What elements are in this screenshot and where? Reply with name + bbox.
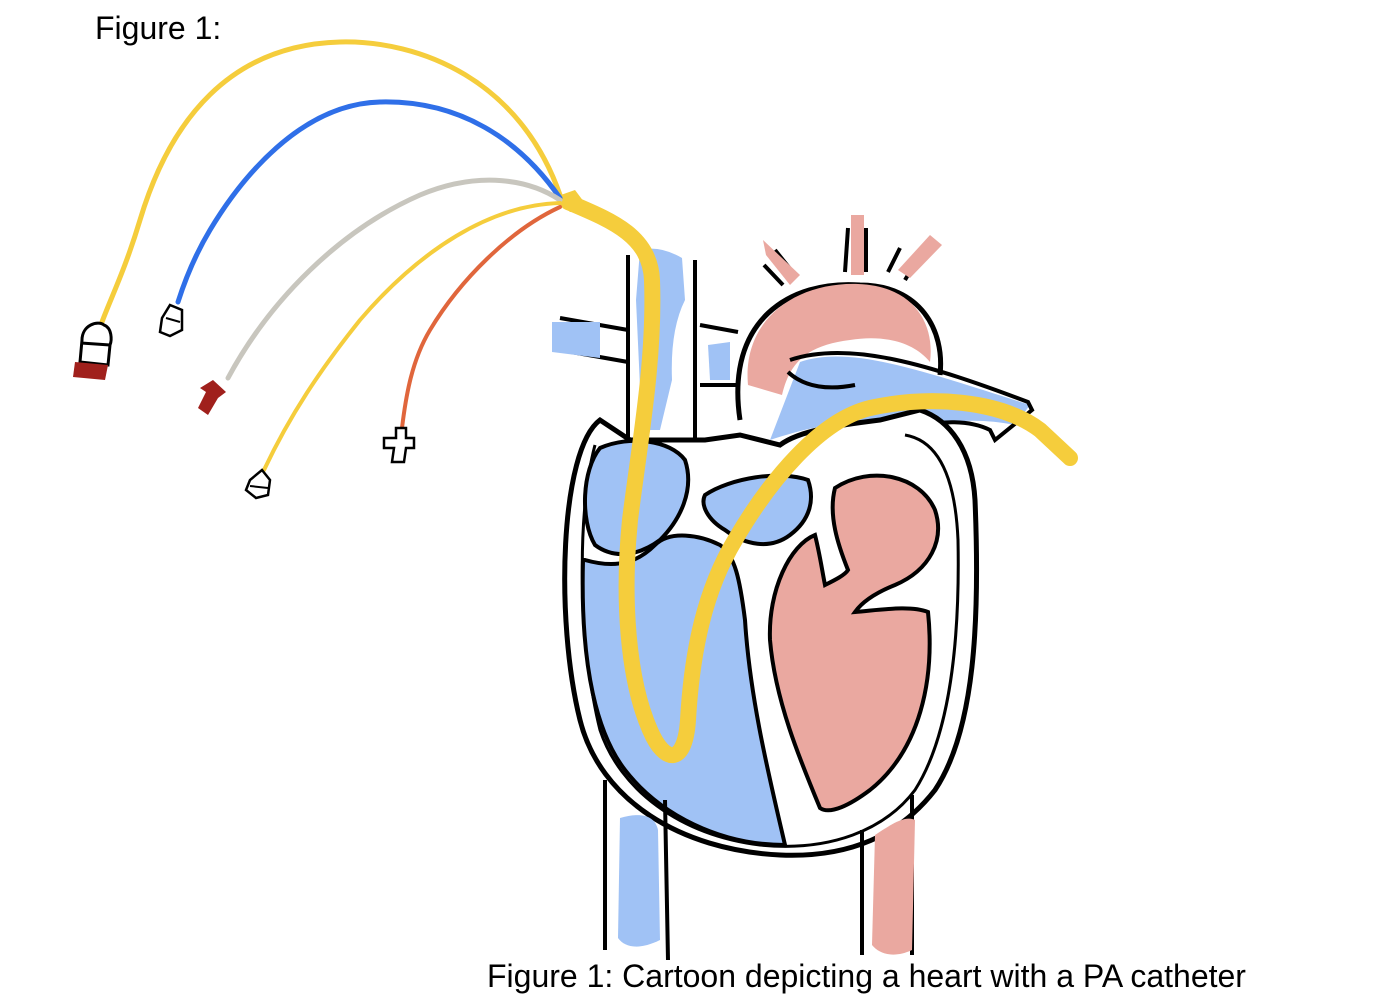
thermistor-connector-icon[interactable] [73, 321, 113, 380]
luer-hub-icon[interactable] [158, 303, 184, 338]
blue-lumen [175, 99, 563, 305]
aortic-arch [735, 215, 944, 421]
orange-lumen [400, 205, 562, 430]
superior-vena-cava [552, 248, 697, 440]
stopcock-hub-icon[interactable] [244, 468, 272, 500]
thermistor-lumen [99, 39, 563, 325]
inferior-vena-cava [603, 780, 670, 961]
proximal-lumen [262, 201, 562, 472]
descending-aorta [860, 795, 915, 955]
figure-label: Figure 1: [95, 10, 222, 46]
gray-lumen [225, 177, 563, 381]
figure-caption: Figure 1: Cartoon depicting a heart with… [487, 958, 1246, 994]
pa-catheter-body [555, 190, 1078, 763]
pulmonary-vein-stub [699, 323, 739, 387]
balloon-syringe-valve-icon[interactable] [198, 380, 226, 415]
left-ventricle [767, 473, 941, 813]
cross-hub-icon[interactable] [382, 426, 416, 464]
